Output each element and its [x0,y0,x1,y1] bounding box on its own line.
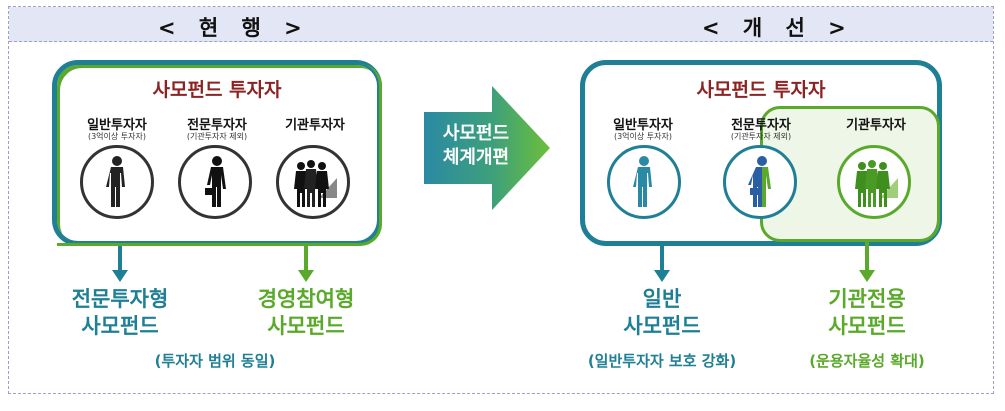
current-outcome-1-line1: 전문투자형 [71,287,169,311]
improved-label-general: 일반투자자 [613,118,673,133]
improved-sub-general: (3억이상 투자자) [613,132,673,141]
improved-general-investor-circle [607,145,681,219]
current-note: (투자자 범위 동일) [154,352,276,370]
reform-arrow-line2: 체계개편 [442,147,510,168]
reform-arrow-line1: 사모펀드 [442,123,510,144]
businessman-icon [748,156,771,207]
improved-group-title: 사모펀드 투자자 [696,79,826,101]
current-sub-professional: (기관투자자 제외) [186,132,248,141]
institution-group-icon [855,160,898,207]
businessman-icon [205,156,226,207]
header-bar [9,7,993,42]
diagram-frame [8,6,994,394]
improved-arrow-institutional-fund [859,242,875,282]
improved-professional-investor-circle [723,145,797,219]
current-institutional-investor-circle [276,145,350,219]
current-label-institutional: 기관투자자 [285,118,345,133]
current-outcome-2-line2: 사모펀드 [267,314,345,338]
improved-outcome-2-note: (운용자율성 확대) [809,352,925,370]
improved-arrow-general-fund [654,246,670,282]
institution-group-icon [294,160,337,207]
person-silhouette-icon [633,156,652,207]
current-professional-investor-circle [178,145,252,219]
current-arrow-management-fund [298,246,314,282]
improved-outcome-1-line1: 일반 [642,287,682,311]
current-outcome-2-line1: 경영참여형 [257,287,355,311]
improved-outcome-2-line2: 사모펀드 [828,314,906,338]
improved-sub-professional: (기관투자자 제외) [730,132,792,141]
current-arrow-professional-fund [112,246,128,282]
improved-outcome-1-note: (일반투자자 보호 강화) [587,352,737,370]
improved-label-professional: 전문투자자 [731,118,791,133]
current-label-general: 일반투자자 [87,118,147,133]
current-sub-general: (3억이상 투자자) [87,132,147,141]
current-general-investor-circle [80,145,154,219]
improved-outcome-1-line2: 사모펀드 [623,314,701,338]
improved-outcome-2-line1: 기관전용 [828,287,906,311]
reform-arrow [424,86,550,210]
current-group-title: 사모펀드 투자자 [152,79,282,101]
current-label-professional: 전문투자자 [187,118,247,133]
header-improved: < 개 선 > [702,16,854,40]
current-outcome-1-line2: 사모펀드 [81,314,159,338]
improved-institutional-investor-circle [837,145,911,219]
current-box-green-edge [57,64,382,246]
person-silhouette-icon [106,156,125,207]
improved-label-institutional: 기관투자자 [846,118,906,133]
header-current: < 현 행 > [158,16,310,40]
